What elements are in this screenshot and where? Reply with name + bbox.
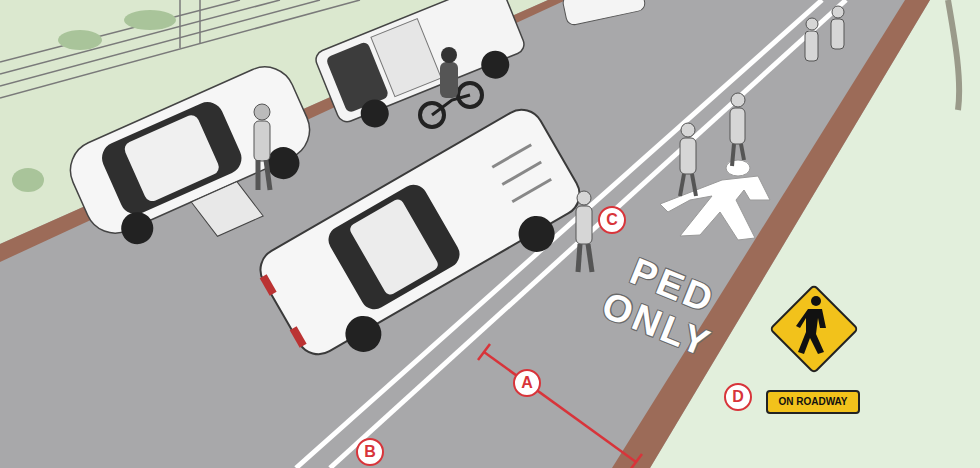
pedestrian-marking — [660, 160, 770, 240]
sidewalk — [650, 0, 980, 468]
cyclist — [420, 47, 482, 127]
pedestrian — [254, 104, 270, 190]
pedestrian — [576, 6, 844, 272]
fence — [0, 0, 360, 98]
callout-number: D — [724, 383, 752, 411]
car — [251, 102, 598, 381]
callout-number: A — [513, 369, 541, 397]
car — [562, 0, 646, 26]
warning-sign — [770, 285, 858, 373]
sign-plate: ON ROADWAY — [766, 390, 860, 414]
sign-text: ON ROADWAY — [778, 396, 848, 408]
lane-line — [296, 0, 822, 468]
road-marking: PED ONLY — [580, 238, 751, 372]
dimension-line — [478, 344, 642, 468]
callout-number: B — [356, 438, 384, 466]
callout-number: C — [598, 206, 626, 234]
